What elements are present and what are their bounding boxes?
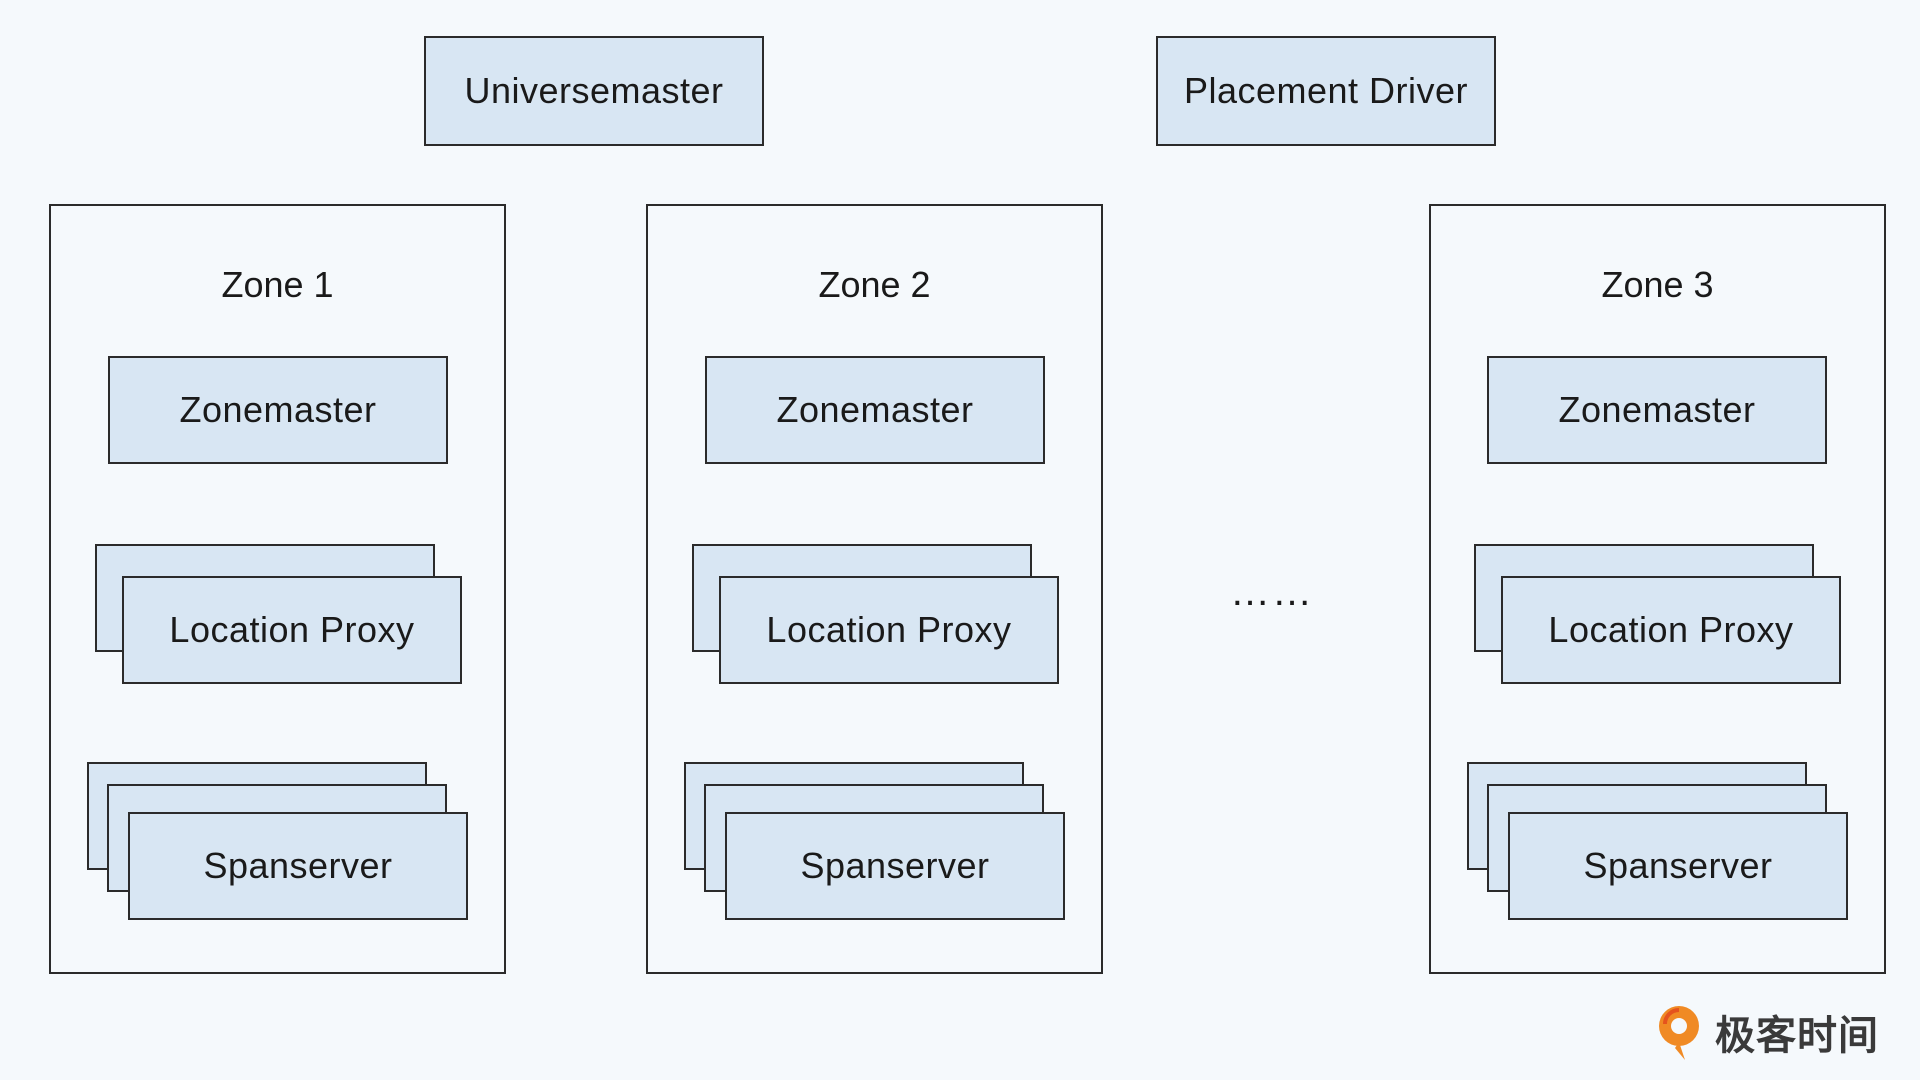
zone-3-spanserver-label: Spanserver	[1583, 845, 1773, 886]
zone-1-location-proxy-label: Location Proxy	[169, 609, 415, 650]
zone-3-location-proxy: Location Proxy	[1501, 576, 1841, 684]
placement-driver-node: Placement Driver	[1156, 36, 1496, 146]
zone-3-container: Zone 3	[1429, 204, 1886, 974]
zone-2-spanserver-label: Spanserver	[800, 845, 990, 886]
zone-1-location-proxy: Location Proxy	[122, 576, 462, 684]
zone-3-zonemaster-label: Zonemaster	[1558, 389, 1756, 430]
zone-1-zonemaster-label: Zonemaster	[179, 389, 377, 430]
zone-3-spanserver: Spanserver	[1508, 812, 1848, 920]
geektime-logo-icon	[1659, 1006, 1699, 1060]
zone-2-spanserver: Spanserver	[725, 812, 1065, 920]
zone-1-spanserver: Spanserver	[128, 812, 468, 920]
zone-3-title: Zone 3	[1601, 264, 1714, 305]
zone-1-title: Zone 1	[221, 264, 334, 305]
zone-2-location-proxy-label: Location Proxy	[766, 609, 1012, 650]
zone-2-container: Zone 2	[646, 204, 1103, 974]
zone-1-spanserver-label: Spanserver	[203, 845, 393, 886]
zone-2-zonemaster: Zonemaster	[705, 356, 1045, 464]
placement-driver-label: Placement Driver	[1183, 70, 1469, 111]
zone-1-zonemaster: Zonemaster	[108, 356, 448, 464]
zone-2-zonemaster-label: Zonemaster	[776, 389, 974, 430]
universemaster-label: Universemaster	[464, 70, 724, 111]
zone-1-container: Zone 1	[49, 204, 506, 974]
zone-3-location-proxy-label: Location Proxy	[1548, 609, 1794, 650]
zone-2-location-proxy: Location Proxy	[719, 576, 1059, 684]
universemaster-node: Universemaster	[424, 36, 764, 146]
brand-logo: 极客时间	[1655, 1002, 1879, 1062]
more-zones-ellipsis: ……	[1230, 570, 1314, 614]
zone-2-title: Zone 2	[818, 264, 931, 305]
zone-3-zonemaster: Zonemaster	[1487, 356, 1827, 464]
brand-text: 极客时间	[1715, 1013, 1879, 1059]
